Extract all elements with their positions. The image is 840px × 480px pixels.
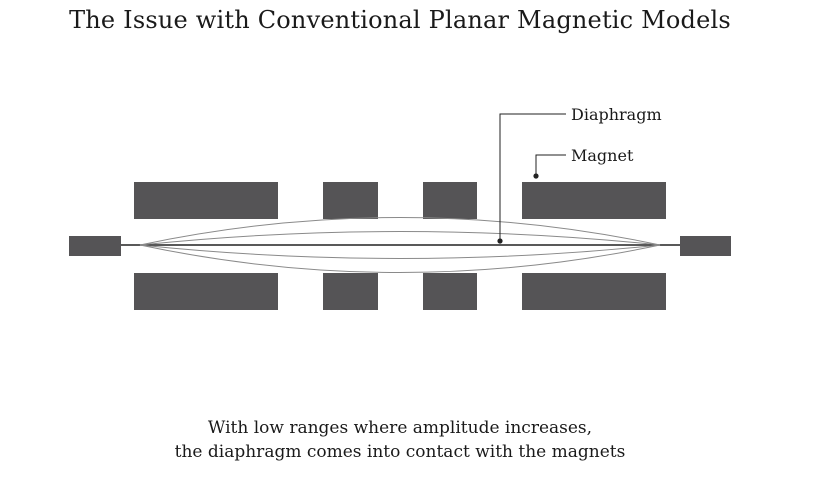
diaphragm-excursion-outer-bottom: [139, 244, 661, 273]
magnet-bottom-4: [522, 273, 666, 310]
diagram-caption: With low ranges where amplitude increase…: [0, 416, 800, 464]
magnet-label: Magnet: [571, 146, 634, 165]
diaphragm-excursion-inner-top: [139, 231, 661, 246]
magnet-bottom-3: [423, 273, 477, 310]
diaphragm-leader-dot: [497, 238, 503, 244]
magnet-bottom-2: [323, 273, 378, 310]
magnet-top-4: [522, 182, 666, 219]
magnet-top-2: [323, 182, 378, 219]
left-mount: [69, 236, 121, 256]
magnet-top-3: [423, 182, 477, 219]
diagram-title: The Issue with Conventional Planar Magne…: [69, 6, 731, 34]
diaphragm-excursion-outer-top: [139, 217, 661, 246]
magnet-top-1: [134, 182, 278, 219]
caption-line-1: With low ranges where amplitude increase…: [207, 418, 593, 438]
right-mount: [680, 236, 731, 256]
diaphragm-excursion-inner-bottom: [139, 244, 661, 259]
magnet-bottom-1: [134, 273, 278, 310]
diaphragm-leader-line: [499, 113, 566, 241]
magnet-leader-line: [535, 154, 566, 176]
magnet-leader-dot: [533, 173, 539, 179]
caption-line-2: the diaphragm comes into contact with th…: [174, 442, 626, 462]
diaphragm-label: Diaphragm: [571, 105, 662, 124]
